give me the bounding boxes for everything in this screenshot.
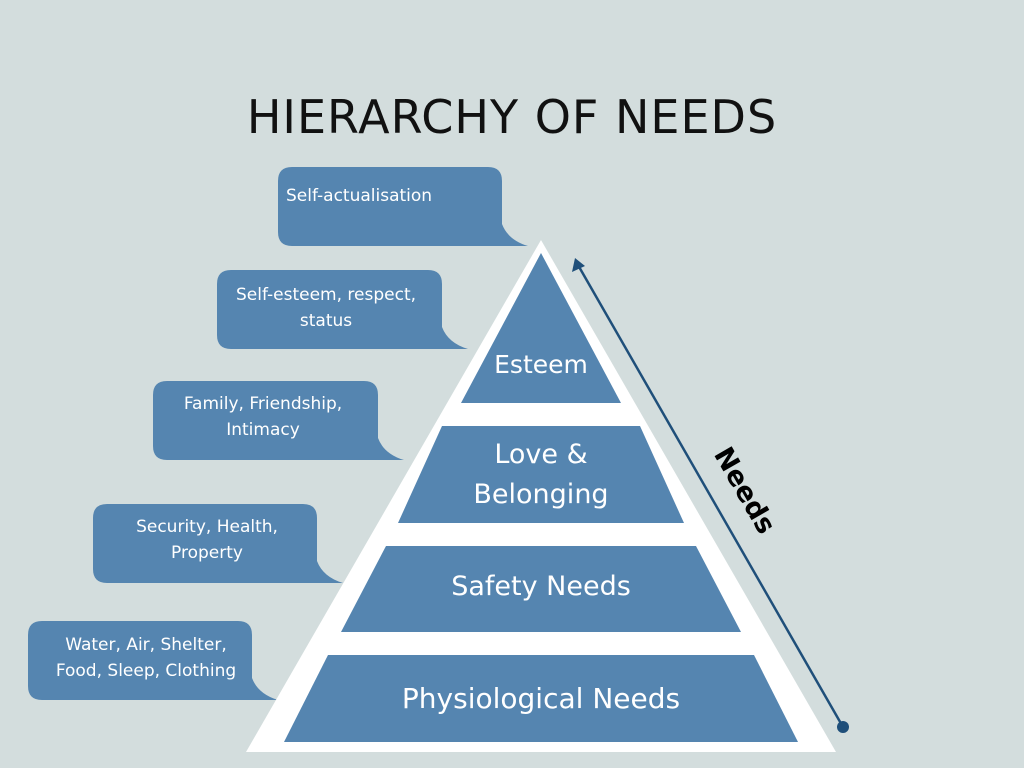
- callout-text-line-2: Property: [171, 543, 243, 563]
- callout-text-line-2: Intimacy: [226, 420, 300, 440]
- level-label-safety: Safety Needs: [451, 571, 631, 602]
- callout-text-line-1: Water, Air, Shelter,: [65, 635, 226, 655]
- callout-text: Self-actualisation: [286, 186, 432, 206]
- needs-arrow: [572, 258, 849, 733]
- needs-axis-label: Needs: [707, 442, 781, 539]
- speech-bubble-icon: [93, 504, 343, 583]
- callout-text-line-1: Security, Health,: [136, 517, 278, 537]
- speech-bubble-icon: [153, 381, 404, 460]
- page-title: HIERARCHY OF NEEDS: [247, 90, 777, 144]
- pyramid-level-esteem: [461, 253, 621, 403]
- callout-love-belonging: Family, Friendship, Intimacy: [153, 381, 404, 460]
- level-label-physiological: Physiological Needs: [402, 682, 680, 715]
- speech-bubble-icon: [278, 167, 528, 246]
- level-label-love-line-2: Belonging: [473, 479, 608, 510]
- callout-self-actualisation: Self-actualisation: [278, 167, 528, 246]
- speech-bubble-icon: [217, 270, 468, 349]
- callout-safety: Security, Health, Property: [93, 504, 343, 583]
- arrow-up-icon: [572, 258, 585, 272]
- pyramid-level-safety: [341, 546, 741, 632]
- callout-text-line-1: Family, Friendship,: [184, 394, 342, 414]
- pyramid-level-physiological: [284, 655, 798, 742]
- level-label-love-line-1: Love &: [494, 439, 587, 470]
- arrow-line: [576, 264, 845, 728]
- callout-text-line-2: status: [300, 311, 352, 331]
- arrow-origin-dot: [837, 721, 849, 733]
- callout-text-line-2: Food, Sleep, Clothing: [56, 661, 236, 681]
- callout-text-line-1: Self-esteem, respect,: [236, 285, 416, 305]
- speech-bubble-icon: [28, 621, 278, 700]
- callout-esteem: Self-esteem, respect, status: [217, 270, 468, 349]
- pyramid-level-love-belonging: [398, 426, 684, 523]
- level-label-esteem: Esteem: [494, 350, 588, 379]
- callout-physiological: Water, Air, Shelter, Food, Sleep, Clothi…: [28, 621, 278, 700]
